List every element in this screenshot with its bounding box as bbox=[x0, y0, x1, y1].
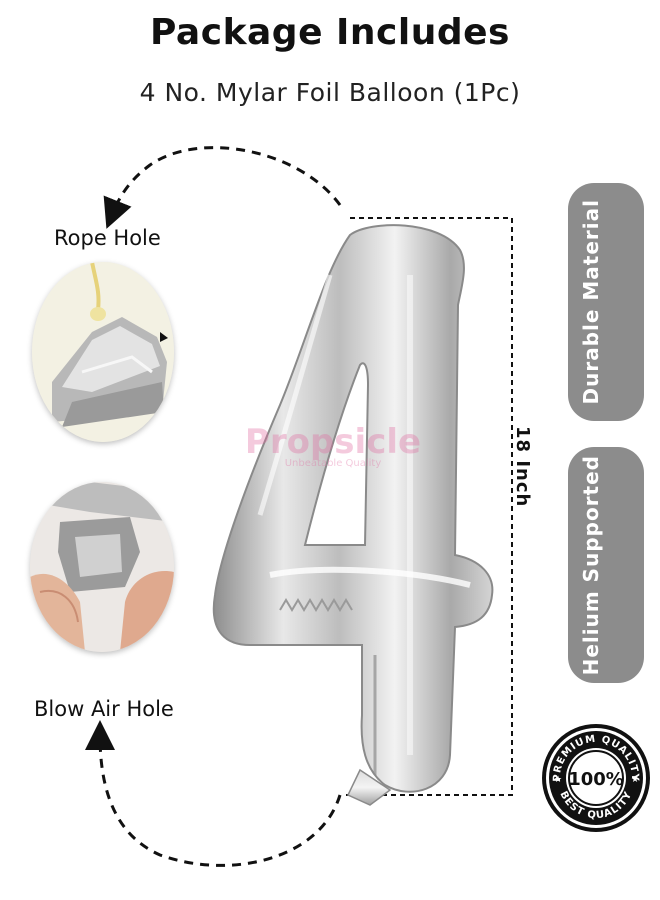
rope-hole-arrow bbox=[103, 146, 342, 229]
brand-watermark: Propsicle Unbeatable Quality bbox=[228, 422, 438, 469]
dimension-bracket bbox=[345, 217, 513, 796]
height-dimension-label: 18 Inch bbox=[512, 426, 533, 508]
premium-quality-stamp: PREMIUM QUALITY BEST QUALITY 100% ★ ★ bbox=[542, 724, 650, 832]
page-title: Package Includes bbox=[150, 12, 510, 53]
balloon-digit-4 bbox=[212, 224, 494, 806]
blow-air-hole-illustration bbox=[30, 482, 174, 652]
rope-hole-label: Rope Hole bbox=[54, 226, 161, 250]
rope-hole-illustration bbox=[32, 262, 174, 442]
watermark-tagline: Unbeatable Quality bbox=[284, 458, 382, 469]
watermark-brand: Propsicle bbox=[244, 422, 422, 462]
blow-air-hole-arrow bbox=[85, 720, 342, 867]
durable-material-badge: Durable Material bbox=[568, 183, 644, 421]
blow-air-hole-label: Blow Air Hole bbox=[34, 697, 174, 721]
rope-hole-photo bbox=[32, 262, 174, 442]
durable-material-text: Durable Material bbox=[579, 199, 603, 405]
stamp-center-text: 100% bbox=[568, 769, 624, 790]
package-subtitle: 4 No. Mylar Foil Balloon (1Pc) bbox=[139, 78, 521, 107]
helium-supported-badge: Helium Supported bbox=[568, 447, 644, 683]
stamp-star-right: ★ bbox=[631, 775, 639, 785]
stamp-star-left: ★ bbox=[554, 775, 562, 785]
helium-supported-text: Helium Supported bbox=[579, 454, 603, 676]
blow-air-hole-photo bbox=[30, 482, 174, 652]
